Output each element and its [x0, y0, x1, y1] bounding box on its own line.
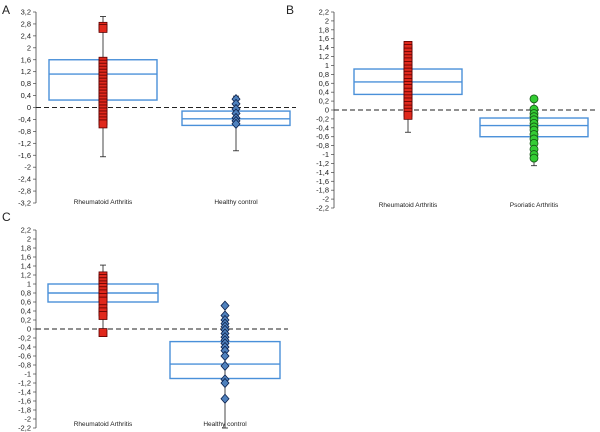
panel-C: C2,221,81,61,41,210,80,60,40,20-0,2-0,4-…	[2, 210, 288, 432]
y-tick-label: -0,6	[316, 132, 329, 141]
y-tick-label: 0,8	[319, 70, 329, 79]
y-tick-label: 2,8	[21, 19, 31, 28]
y-tick-label: -0,6	[18, 352, 31, 361]
x-category-label: Healthy control	[214, 199, 258, 206]
data-point-diamond	[231, 118, 241, 130]
series-1	[353, 41, 463, 133]
y-tick-label: 0,4	[21, 91, 31, 100]
data-point-square	[98, 328, 108, 338]
y-tick-label: -2,2	[316, 204, 329, 213]
y-tick-label: 2,2	[319, 8, 329, 17]
y-tick-label: 2	[325, 16, 329, 25]
y-tick-label: 0	[325, 106, 329, 115]
y-tick-label: -0,2	[18, 334, 31, 343]
y-tick-label: 3,2	[21, 8, 31, 17]
y-tick-label: 1,8	[21, 244, 31, 253]
y-tick-label: 1,4	[319, 43, 329, 52]
y-tick-label: -1,2	[18, 379, 31, 388]
y-tick-label: -2,2	[18, 424, 31, 432]
y-tick-label: 1,6	[21, 253, 31, 262]
series-2	[169, 300, 281, 429]
y-tick-label: -0,8	[18, 127, 31, 136]
panel-letter: A	[2, 3, 10, 17]
y-tick-label: 1,2	[21, 271, 31, 280]
y-tick-label: 0	[27, 325, 31, 334]
x-category-label: Rheumatoid Arthritis	[74, 199, 133, 206]
y-tick-label: 1,2	[319, 52, 329, 61]
y-tick-label: -1	[24, 370, 31, 379]
y-tick-label: 0,2	[21, 316, 31, 325]
y-tick-label: 1	[325, 61, 329, 70]
y-tick-label: 1,4	[21, 262, 31, 271]
panel-letter: C	[2, 210, 11, 224]
y-tick-label: 1,6	[21, 55, 31, 64]
y-tick-label: -2,4	[18, 175, 31, 184]
data-point-circle	[529, 94, 539, 104]
panel-A: A 3,2 2,8 2,4 2 1,6 1,2 0,8 0,4 0 -0,4 -0,8 -1,2 -1,6…	[2, 3, 296, 208]
y-tick-label: -1,6	[18, 397, 31, 406]
y-tick-label: -1,8	[18, 406, 31, 415]
y-tick-label: -2	[322, 195, 329, 204]
y-tick-label: -0,2	[316, 114, 329, 123]
y-tick-label: -1,8	[316, 186, 329, 195]
y-tick-label: 0,6	[21, 298, 31, 307]
y-tick-label: -1,4	[18, 388, 31, 397]
x-category-label: Psoriatic Arthritis	[510, 202, 559, 209]
y-tick-label: -1,2	[316, 159, 329, 168]
y-tick-label: 0,6	[319, 79, 329, 88]
y-tick-label: -0,4	[316, 123, 329, 132]
y-tick-label: 2,4	[21, 31, 31, 40]
y-tick-label: 2	[27, 235, 31, 244]
y-tick-label: 0,2	[319, 97, 329, 106]
y-tick-label: 0,8	[21, 289, 31, 298]
data-point-square	[98, 24, 108, 33]
y-tick-label: -1,6	[316, 177, 329, 186]
y-tick-label: 0,4	[319, 88, 329, 97]
y-tick-label: -2	[24, 415, 31, 424]
data-point-square	[98, 311, 108, 320]
y-tick-label: -2	[24, 163, 31, 172]
x-category-label: Rheumatoid Arthritis	[379, 202, 438, 209]
data-point-square	[98, 296, 108, 306]
y-tick-label: 2,2	[21, 226, 31, 235]
data-point-diamond	[220, 300, 230, 311]
data-point-diamond	[220, 360, 230, 372]
y-tick-label: -0,8	[18, 361, 31, 370]
data-point-square	[98, 119, 108, 129]
series-2	[181, 94, 291, 152]
data-point-circle	[529, 153, 539, 163]
y-tick-label: 2	[27, 43, 31, 52]
y-tick-label: -1,2	[18, 139, 31, 148]
data-point-diamond	[220, 350, 230, 362]
y-tick-label: -2,8	[18, 187, 31, 196]
x-category-label: Healthy control	[203, 421, 247, 428]
y-tick-label: -0,8	[316, 141, 329, 150]
data-point-diamond	[220, 393, 230, 404]
data-point-diamond	[220, 377, 230, 389]
y-tick-label: 1,2	[21, 67, 31, 76]
y-tick-label: 0,8	[21, 79, 31, 88]
series-1	[47, 264, 159, 338]
y-tick-label: 0	[27, 103, 31, 112]
y-tick-label: -0,4	[18, 343, 31, 352]
y-tick-label: -0,4	[18, 115, 31, 124]
panel-letter: B	[286, 3, 294, 17]
y-tick-label: 1,6	[319, 34, 329, 43]
x-category-label: Rheumatoid Arthritis	[74, 421, 133, 428]
y-tick-label: -3,2	[18, 199, 31, 208]
y-tick-label: 1	[27, 280, 31, 289]
data-point-square	[403, 110, 413, 120]
y-tick-label: -1,6	[18, 151, 31, 160]
y-tick-label: -1	[322, 150, 329, 159]
series-1	[48, 16, 158, 158]
series-2	[479, 94, 589, 167]
y-tick-label: 0,4	[21, 307, 31, 316]
y-tick-label: -1,4	[316, 168, 329, 177]
y-tick-label: 1,8	[319, 25, 329, 34]
